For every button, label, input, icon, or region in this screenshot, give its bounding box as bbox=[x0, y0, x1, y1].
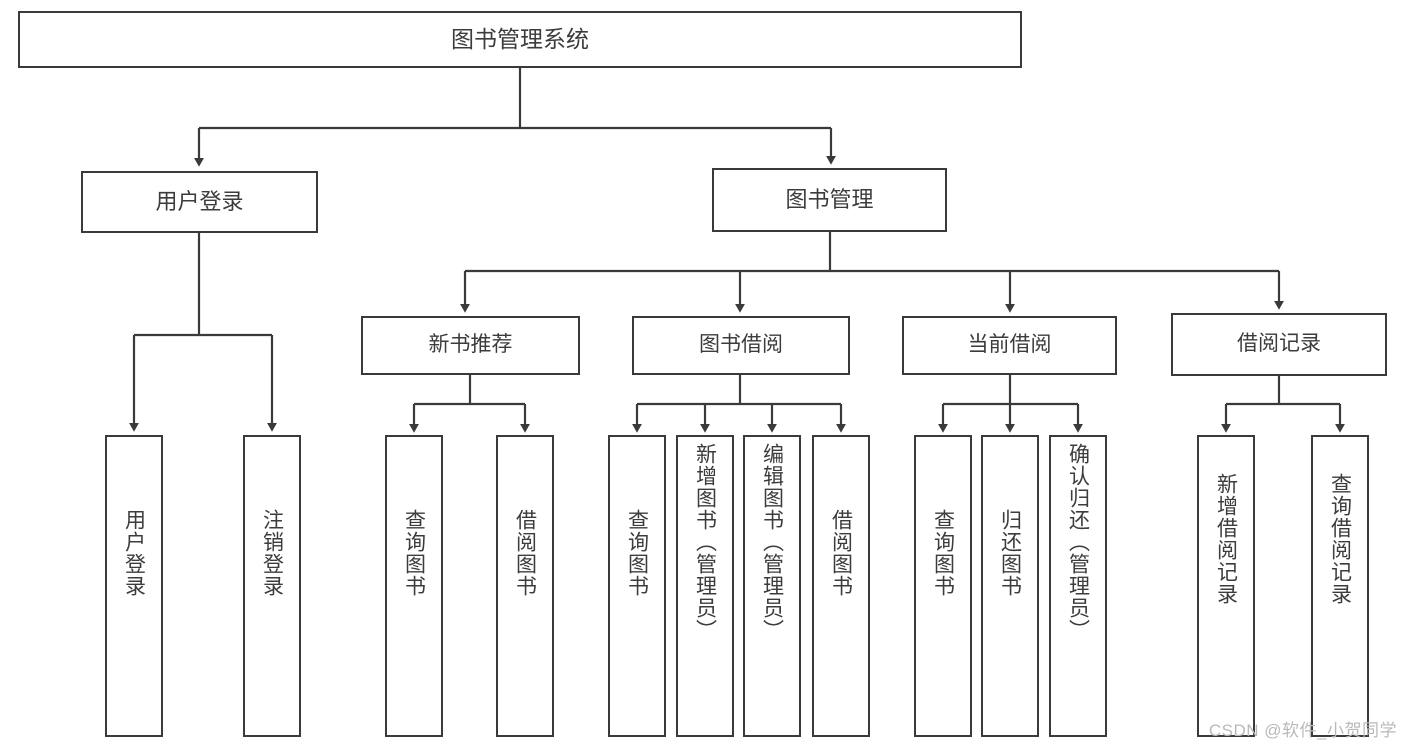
node-new-book-rec-label: 新书推荐 bbox=[428, 333, 513, 357]
node-leaf-query-book-rec-label: 查询图书 bbox=[402, 509, 426, 597]
node-leaf-user-login[interactable]: 用户登录 bbox=[105, 435, 163, 737]
node-leaf-query-book-cur[interactable]: 查询图书 bbox=[914, 435, 972, 737]
node-borrow-record[interactable]: 借阅记录 bbox=[1171, 313, 1387, 376]
node-leaf-confirm-return[interactable]: 确认归还（管理员） bbox=[1049, 435, 1107, 737]
node-leaf-user-login-label: 用户登录 bbox=[122, 509, 146, 597]
node-leaf-edit-book[interactable]: 编辑图书（管理员） bbox=[743, 435, 801, 737]
node-book-manage-label: 图书管理 bbox=[785, 187, 874, 213]
node-leaf-query-book-borrow-label: 查询图书 bbox=[625, 509, 649, 597]
node-new-book-rec[interactable]: 新书推荐 bbox=[361, 316, 580, 375]
node-leaf-query-book-cur-label: 查询图书 bbox=[931, 509, 955, 597]
node-root[interactable]: 图书管理系统 bbox=[18, 11, 1022, 68]
node-leaf-logout[interactable]: 注销登录 bbox=[243, 435, 301, 737]
node-leaf-query-record-label: 查询借阅记录 bbox=[1328, 473, 1352, 605]
node-book-borrow-label: 图书借阅 bbox=[699, 333, 783, 357]
node-current-borrow-label: 当前借阅 bbox=[967, 333, 1052, 357]
csdn-watermark: CSDN @软件_小贺同学 bbox=[1208, 721, 1397, 740]
node-leaf-borrow-book-rec[interactable]: 借阅图书 bbox=[496, 435, 554, 737]
node-leaf-add-book-label: 新增图书（管理员） bbox=[693, 443, 717, 641]
node-leaf-add-record[interactable]: 新增借阅记录 bbox=[1197, 435, 1255, 737]
node-leaf-query-book-rec[interactable]: 查询图书 bbox=[385, 435, 443, 737]
node-leaf-logout-label: 注销登录 bbox=[260, 509, 284, 597]
node-leaf-return-book-label: 归还图书 bbox=[998, 509, 1022, 597]
node-borrow-record-label: 借阅记录 bbox=[1237, 332, 1321, 356]
node-root-label: 图书管理系统 bbox=[451, 26, 589, 53]
node-leaf-borrow-book[interactable]: 借阅图书 bbox=[812, 435, 870, 737]
node-leaf-borrow-book-label: 借阅图书 bbox=[829, 509, 853, 597]
node-leaf-add-book[interactable]: 新增图书（管理员） bbox=[676, 435, 734, 737]
node-leaf-return-book[interactable]: 归还图书 bbox=[981, 435, 1039, 737]
node-leaf-add-record-label: 新增借阅记录 bbox=[1214, 473, 1238, 605]
node-user-login[interactable]: 用户登录 bbox=[81, 171, 318, 233]
node-user-login-label: 用户登录 bbox=[155, 189, 244, 215]
node-leaf-edit-book-label: 编辑图书（管理员） bbox=[760, 443, 784, 641]
node-leaf-confirm-return-label: 确认归还（管理员） bbox=[1066, 443, 1090, 641]
node-book-manage[interactable]: 图书管理 bbox=[712, 168, 947, 232]
node-leaf-query-book-borrow[interactable]: 查询图书 bbox=[608, 435, 666, 737]
node-leaf-borrow-book-rec-label: 借阅图书 bbox=[513, 509, 537, 597]
node-current-borrow[interactable]: 当前借阅 bbox=[902, 316, 1117, 375]
node-leaf-query-record[interactable]: 查询借阅记录 bbox=[1311, 435, 1369, 737]
node-book-borrow[interactable]: 图书借阅 bbox=[632, 316, 850, 375]
